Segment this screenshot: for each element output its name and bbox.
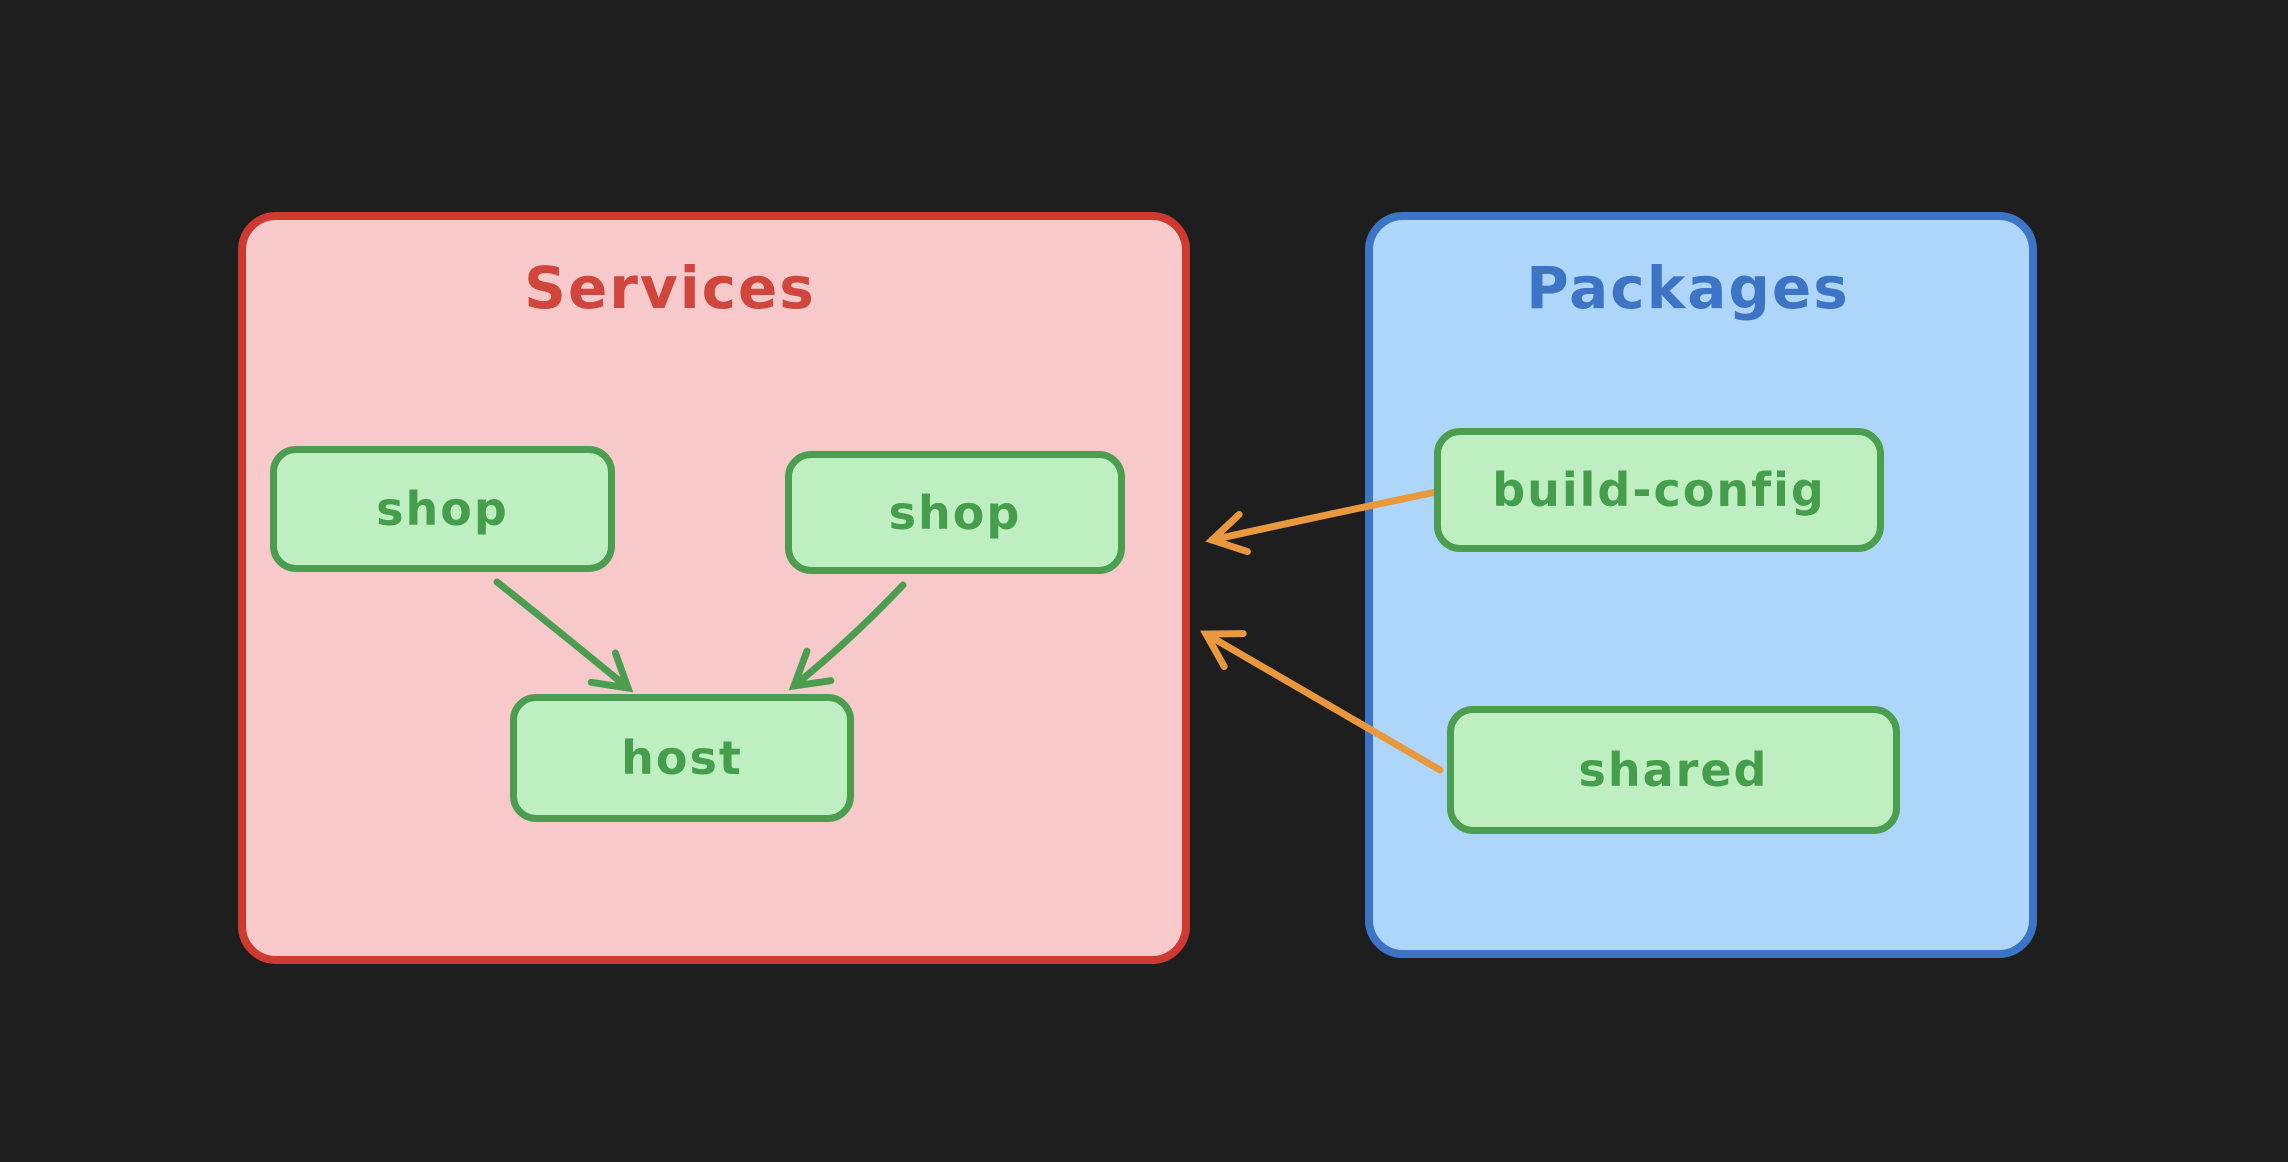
- group-services[interactable]: [238, 212, 1190, 964]
- node-shop-left[interactable]: shop: [270, 446, 615, 572]
- node-shared-label: shared: [1578, 743, 1769, 797]
- node-host[interactable]: host: [510, 694, 854, 822]
- node-shop-left-label: shop: [376, 482, 509, 536]
- node-shop-right-label: shop: [888, 485, 1022, 540]
- node-build-config-label: build-config: [1492, 463, 1826, 517]
- node-build-config[interactable]: build-config: [1434, 428, 1884, 552]
- node-shared[interactable]: shared: [1447, 706, 1900, 834]
- group-packages-title: Packages: [1526, 254, 1850, 322]
- node-host-label: host: [621, 731, 743, 785]
- group-services-title: Services: [524, 254, 816, 322]
- node-shop-right[interactable]: shop: [785, 451, 1125, 574]
